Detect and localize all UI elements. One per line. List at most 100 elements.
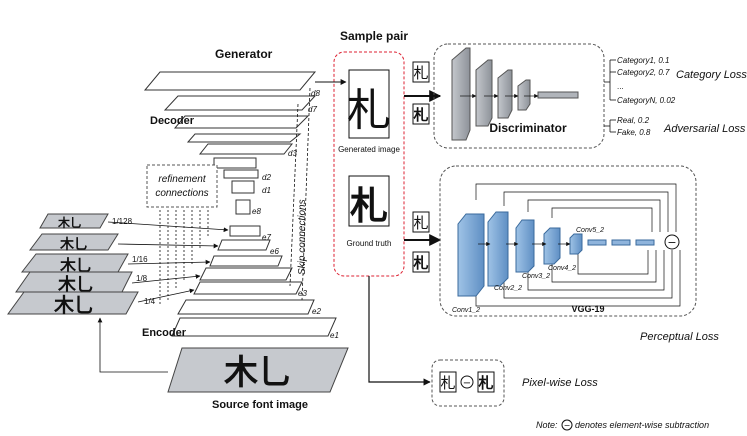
decoder-layer-d5	[186, 133, 302, 143]
vgg-fc-1	[587, 239, 607, 246]
encoder-stack	[171, 225, 337, 337]
scale-label-1-8: 1/8	[136, 274, 148, 283]
category-output-n: CategoryN, 0.02	[617, 96, 676, 105]
source-to-scales-arrow	[97, 317, 168, 373]
scale-glyph-1-64: 木乚	[59, 236, 88, 253]
vgg19-label: VGG-19	[571, 304, 604, 314]
ground-truth-glyph: 札	[350, 184, 388, 228]
vgg-layer-label-3: Conv3_2	[522, 273, 550, 280]
ground-truth-label: Ground truth	[347, 239, 392, 248]
encoder-name-e6: e6	[270, 247, 279, 256]
pixelwise-generated	[439, 371, 457, 393]
vgg-layer-label-1: Conv1_2	[452, 307, 480, 314]
refinement-label-1: refinement	[158, 174, 206, 185]
vgg-block-1	[457, 213, 485, 297]
scale-glyph-1-8: 木乚	[57, 274, 94, 296]
perceptual-loss-label: Perceptual Loss	[640, 331, 719, 343]
scale-glyph-1-16: 木乚	[59, 256, 92, 275]
vgg-box	[439, 165, 697, 317]
vgg-fc-3	[635, 239, 655, 246]
category-output-2: Category2, 0.7	[617, 68, 670, 77]
scale-glyph-1-128: 木乚	[57, 215, 82, 230]
sample-pair-label: Sample pair	[340, 29, 408, 43]
decoder-name-d1: d1	[262, 186, 271, 195]
disc-fc	[537, 91, 579, 99]
vgg-feature-lines	[475, 183, 681, 307]
decoder-layer-d6	[173, 115, 310, 129]
decoder-layer-d1	[231, 180, 255, 194]
vgg-block-4	[543, 227, 561, 265]
encoder-layer-e4	[199, 267, 293, 281]
vgg-layer-label-2: Conv2_2	[494, 285, 522, 292]
vgg-input-ground-truth	[412, 251, 430, 273]
discriminator-box	[433, 43, 605, 149]
encoder-name-e7: e7	[262, 233, 271, 242]
pixelwise-loss-label: Pixel-wise Loss	[522, 377, 598, 389]
skip-connections-label: Skip connections	[297, 199, 308, 275]
disc-input-generated	[412, 61, 430, 83]
encoder-layer-e3	[193, 281, 303, 295]
note-label: Note:	[536, 420, 558, 430]
scale-label-1-16: 1/16	[132, 255, 148, 264]
encoder-layer-e2	[177, 299, 315, 315]
source-glyphs: 木乚	[223, 353, 292, 393]
scale-label-1-4: 1/4	[144, 297, 156, 306]
generated-image-label: Generated image	[338, 145, 400, 154]
note-subtract-op	[561, 419, 573, 431]
pair-to-pixelwise-arrow	[368, 276, 431, 386]
note-text: denotes element-wise subtraction	[575, 420, 709, 430]
disc-layer-4	[517, 79, 531, 111]
vgg-input-generated	[412, 211, 430, 233]
adversarial-output-fake: Fake, 0.8	[617, 128, 651, 137]
pixelwise-subtract-op	[460, 375, 474, 389]
vgg-fc-2	[611, 239, 631, 246]
scale-image-1-128	[39, 213, 109, 229]
scale-glyph-1-4: 木乚	[53, 293, 94, 317]
vgg-subtract-op	[664, 234, 680, 250]
encoder-layer-e1	[171, 317, 337, 337]
disc-layer-3	[497, 69, 513, 119]
vgg-block-5	[569, 233, 583, 255]
encoder-name-e2: e2	[312, 307, 321, 316]
note-subtract-symbol: −	[564, 421, 571, 430]
refinement-label-2: connections	[155, 188, 208, 199]
adversarial-loss-label: Adversarial Loss	[663, 123, 746, 135]
vgg-block-2	[487, 211, 509, 287]
vgg-layer-label-4: Conv4_2	[548, 265, 576, 272]
multiscale-inputs: 木乚 木乚 木乚 木乚 木乚	[7, 213, 139, 317]
pixelwise-box	[431, 359, 505, 407]
scale-image-1-4	[7, 291, 139, 315]
decoder-name-d8: d8	[311, 89, 320, 98]
decoder-layer-d8	[143, 71, 317, 91]
discriminator-layers	[451, 47, 579, 141]
decoder-name-d7: d7	[308, 105, 317, 114]
discriminator-label: Discriminator	[489, 121, 567, 135]
disc-input-ground-truth	[412, 103, 430, 125]
generated-glyph: 札	[347, 85, 391, 136]
vgg-input-ground-truth-glyph: 札	[412, 254, 428, 272]
scale-label-1-128: 1/128	[112, 217, 133, 226]
category-output-ellipsis: ...	[617, 82, 624, 91]
category-loss-label: Category Loss	[676, 69, 747, 81]
encoder-label: Encoder	[142, 327, 187, 339]
encoder-name-e3: e3	[298, 289, 307, 298]
encoder-layer-e7	[229, 225, 261, 237]
ground-truth-image	[348, 175, 390, 227]
adversarial-output-real: Real, 0.2	[617, 116, 650, 125]
pixelwise-subtract-symbol: −	[463, 378, 471, 389]
category-output-1: Category1, 0.1	[617, 56, 669, 65]
encoder-layer-e5	[209, 255, 283, 267]
refinement-connection-lines	[159, 210, 209, 305]
pixelwise-generated-glyph: 札	[440, 374, 455, 392]
disc-input-generated-glyph: 札	[413, 64, 428, 82]
vgg-input-generated-glyph: 札	[413, 214, 428, 232]
disc-layer-2	[475, 59, 493, 127]
disc-output-brackets	[604, 59, 616, 133]
encoder-layer-e6	[217, 239, 271, 251]
decoder-name-d3: d3	[288, 149, 297, 158]
generator-label: Generator	[215, 47, 273, 61]
vgg-layers	[457, 211, 655, 297]
disc-layer-1	[451, 47, 471, 141]
pixelwise-ground-truth	[477, 371, 495, 393]
